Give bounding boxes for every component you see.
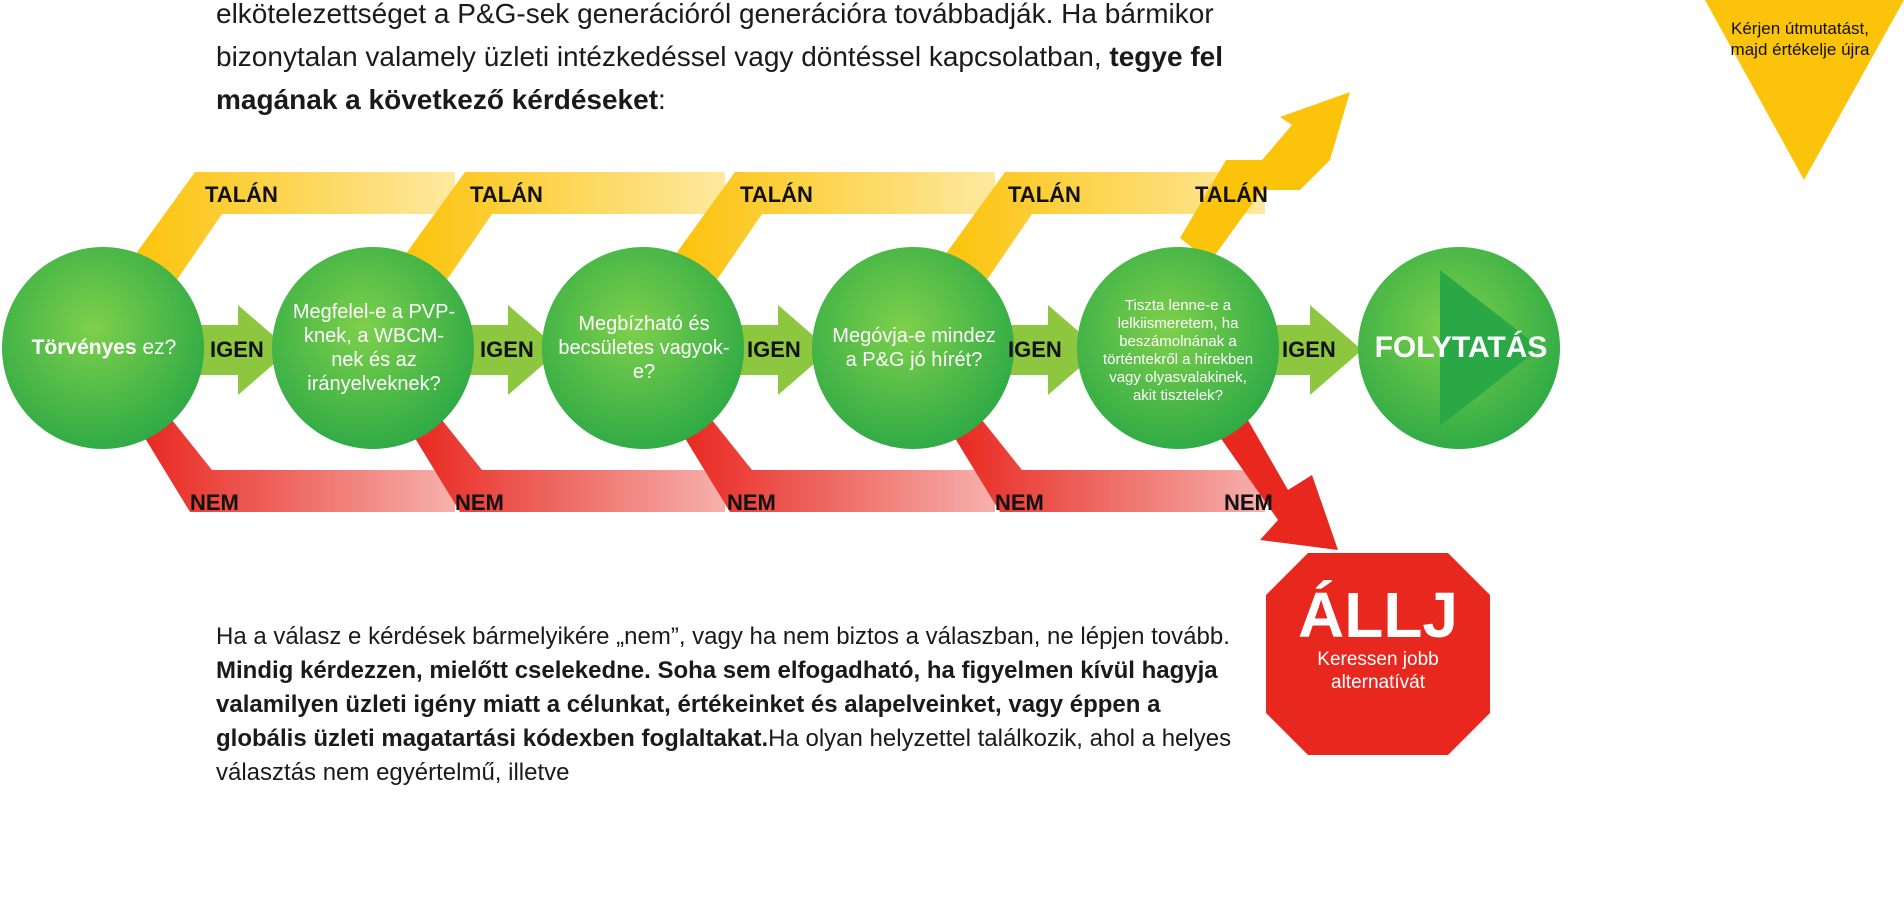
intro-line-1: elkötelezettséget a P&G-sek generációról…	[216, 0, 1214, 29]
no-label-4: NEM	[995, 490, 1044, 515]
outro-bold: Mindig kérdezzen, mielőtt cselekedne. So…	[216, 657, 1218, 752]
question-text-4: Megóvja-e mindez a P&G jó hírét?	[832, 325, 996, 371]
play-icon	[1440, 270, 1540, 426]
maybe-band-4	[945, 172, 1265, 290]
yes-arrow-2	[460, 305, 560, 395]
question-text-1: Törvényes ez?	[12, 298, 196, 398]
question-circle-3	[542, 247, 744, 449]
question-text-2: Megfelel-e a PVP-knek, a WBCM-nek és az …	[292, 301, 456, 395]
maybe-band-1	[135, 172, 455, 290]
question-circle-4	[812, 247, 1014, 449]
guidance-text: Kérjen útmutatást, majd értékelje újra	[1730, 19, 1870, 59]
yes-label-2: IGEN	[480, 337, 534, 362]
question-1-text: ez?	[136, 336, 177, 359]
question-1-bold: Törvényes	[31, 336, 137, 359]
no-paths	[140, 415, 1338, 550]
intro-line-3-bold: magának a következő kérdéseket	[216, 84, 659, 115]
maybe-label-4: TALÁN	[1008, 182, 1081, 207]
maybe-band-3	[675, 172, 995, 290]
continue-node	[1358, 247, 1560, 449]
yes-arrow-5	[1262, 305, 1362, 395]
yes-label-5: IGEN	[1282, 337, 1336, 362]
intro-line-3: magának a következő kérdéseket:	[216, 78, 1236, 121]
question-circle-1	[2, 247, 204, 449]
question-text-3: Megbízható és becsületes vagyok-e?	[558, 313, 730, 383]
no-band-1	[140, 420, 455, 512]
maybe-label-1: TALÁN	[205, 182, 278, 207]
question-circle-5	[1077, 247, 1279, 449]
maybe-label-2: TALÁN	[470, 182, 543, 207]
stop-octagon	[1266, 553, 1490, 755]
yes-arrow-3	[730, 305, 830, 395]
question-circles	[2, 247, 1279, 449]
question-text-5: Tiszta lenne-e a lelkiismeretem, ha besz…	[1102, 297, 1254, 404]
yes-label-1: IGEN	[210, 337, 264, 362]
no-label-3: NEM	[727, 490, 776, 515]
yes-label-3: IGEN	[747, 337, 801, 362]
yes-label-4: IGEN	[1008, 337, 1062, 362]
intro-line-3-end: :	[658, 84, 666, 115]
no-label-5: NEM	[1224, 490, 1273, 515]
yes-arrow-1	[190, 305, 290, 395]
no-arrow-final	[1215, 415, 1338, 550]
intro-line-2: bizonytalan valamely üzleti intézkedésse…	[216, 35, 1236, 78]
intro-paragraph: elkötelezettséget a P&G-sek generációról…	[216, 0, 1236, 129]
intro-line-2-bold: tegye fel	[1109, 41, 1224, 72]
maybe-label-5: TALÁN	[1195, 182, 1268, 207]
yes-arrows	[190, 305, 1362, 395]
no-band-2	[410, 420, 725, 512]
no-label-2: NEM	[455, 490, 504, 515]
maybe-arrow-final	[1180, 92, 1350, 262]
maybe-band-2	[405, 172, 725, 290]
yes-arrow-4	[1000, 305, 1100, 395]
stop-subtitle: Keressen jobb alternatívát	[1317, 649, 1439, 693]
no-band-4	[950, 420, 1265, 512]
outro-paragraph: Ha a válasz e kérdések bármelyikére „nem…	[216, 620, 1256, 790]
outro-text-1: Ha a válasz e kérdések bármelyikére „nem…	[216, 623, 1230, 650]
stop-title: ÁLLJ	[1298, 579, 1458, 651]
no-band-3	[680, 420, 995, 512]
continue-label: FOLYTATÁS	[1374, 331, 1548, 364]
question-circle-2	[272, 247, 474, 449]
guidance-triangle	[1705, 0, 1904, 180]
maybe-paths	[135, 92, 1350, 290]
maybe-label-3: TALÁN	[740, 182, 813, 207]
outro-text-2: Ha olyan helyzettel találkozik, ahol a h…	[216, 725, 1232, 786]
intro-line-2-text: bizonytalan valamely üzleti intézkedésse…	[216, 41, 1110, 72]
no-label-1: NEM	[190, 490, 239, 515]
